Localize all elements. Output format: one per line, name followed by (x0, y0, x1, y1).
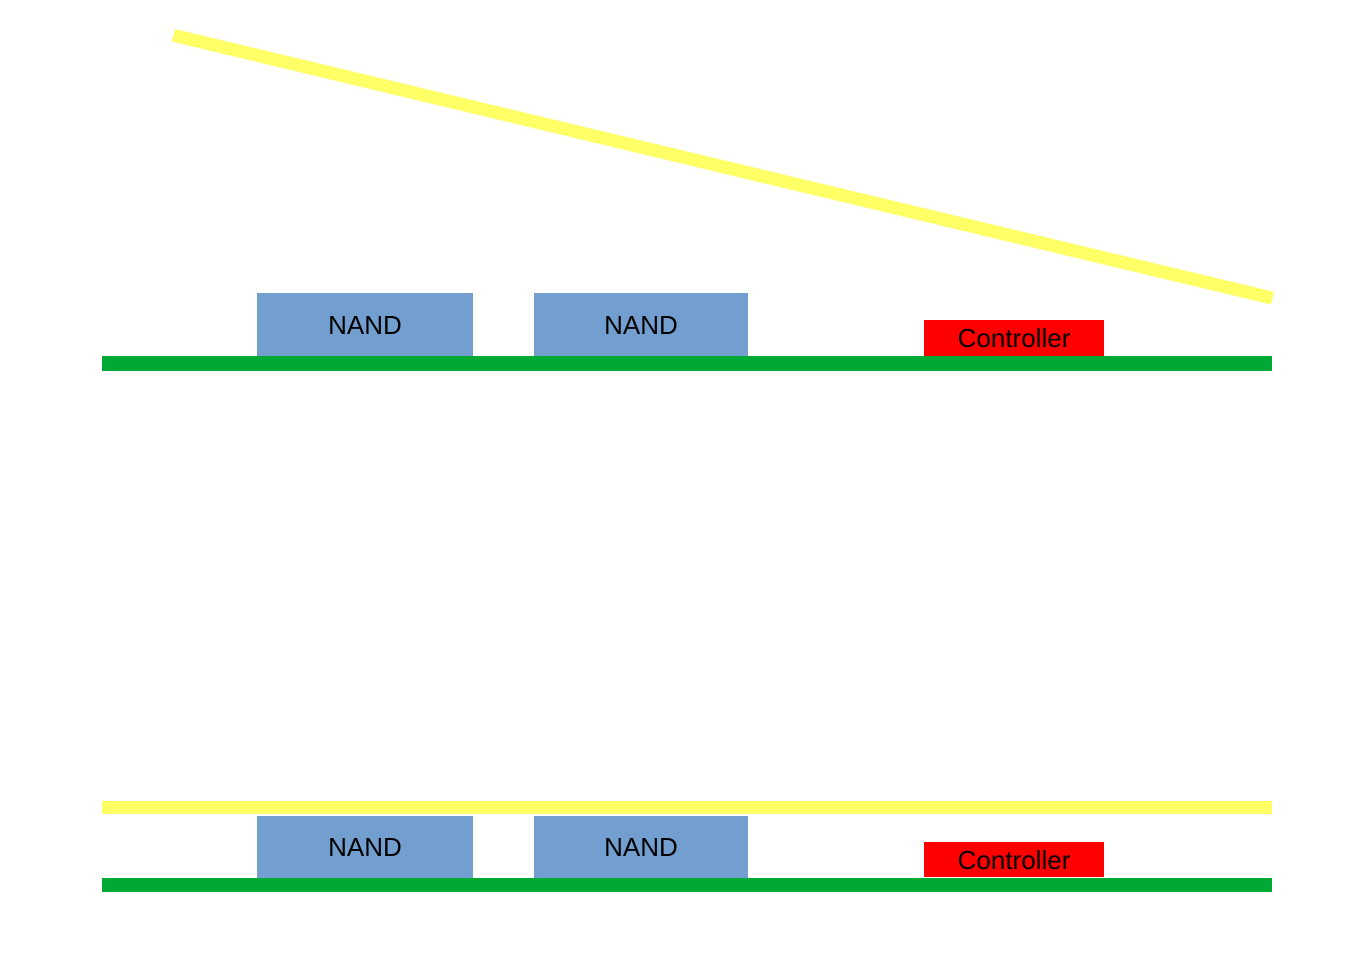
controller-chip: Controller (924, 320, 1104, 356)
thermal-pad-tilted (171, 29, 1275, 305)
controller-chip: Controller (924, 842, 1104, 877)
controller-chip-label: Controller (957, 844, 1071, 875)
nand-chip-label: NAND (604, 832, 678, 862)
nand-chip: NAND (257, 816, 473, 878)
nand-chip-label: NAND (328, 832, 402, 862)
nand-chip: NAND (534, 293, 748, 356)
thermal-pad-flat (102, 801, 1272, 814)
nand-chip: NAND (257, 293, 473, 356)
pcb-board (102, 878, 1272, 892)
controller-chip-label: Controller (957, 323, 1071, 353)
pcb-board (102, 356, 1272, 371)
nand-chip-label: NAND (604, 309, 678, 340)
nand-chip: NAND (534, 816, 748, 878)
nand-chip-label: NAND (328, 309, 402, 340)
